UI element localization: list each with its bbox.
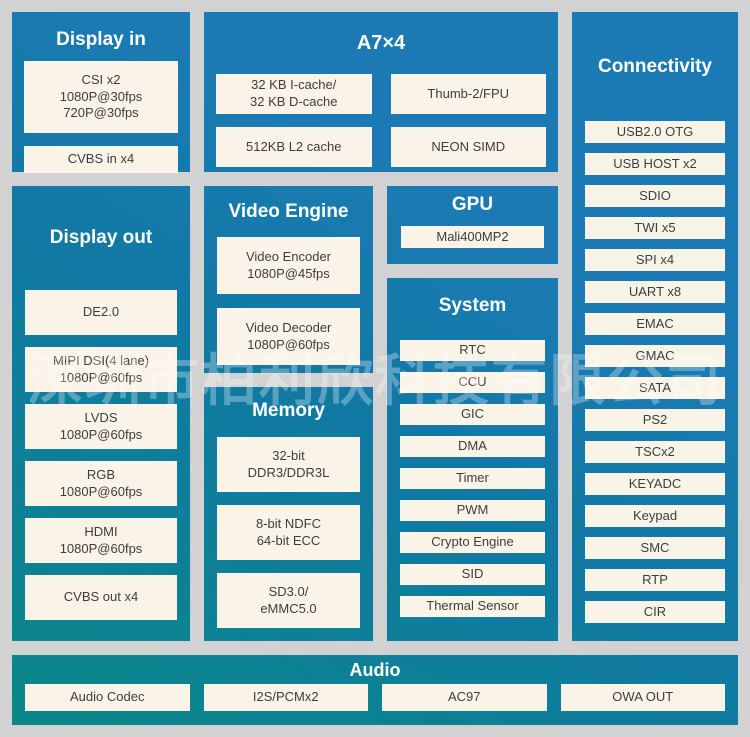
diagram-grid: Display in CSI x2 1080P@30fps 720P@30fps… bbox=[12, 12, 738, 725]
panel-memory: Memory 32-bit DDR3/DDR3L 8-bit NDFC 64-b… bbox=[204, 387, 373, 641]
block-neon-simd: NEON SIMD bbox=[390, 127, 546, 167]
block-tsc: TSCx2 bbox=[585, 441, 725, 463]
panel-audio: Audio Audio Codec I2S/PCMx2 AC97 OWA OUT bbox=[12, 655, 738, 725]
block-csi: CSI x2 1080P@30fps 720P@30fps bbox=[24, 61, 178, 133]
block-thumb2-fpu: Thumb-2/FPU bbox=[390, 74, 546, 114]
a7-box-grid: 32 KB I-cache/ 32 KB D-cache Thumb-2/FPU… bbox=[216, 74, 546, 167]
block-ddr3: 32-bit DDR3/DDR3L bbox=[217, 437, 360, 492]
block-sdio: SDIO bbox=[585, 185, 725, 207]
block-ccu: CCU bbox=[400, 372, 545, 393]
block-usb20-otg: USB2.0 OTG bbox=[585, 121, 725, 143]
panel-connectivity: Connectivity USB2.0 OTG USB HOST x2 SDIO… bbox=[572, 12, 738, 641]
panel-display-in: Display in CSI x2 1080P@30fps 720P@30fps… bbox=[12, 12, 190, 173]
block-gic: GIC bbox=[400, 404, 545, 425]
block-thermal-sensor: Thermal Sensor bbox=[400, 596, 545, 617]
panel-title-connectivity: Connectivity bbox=[597, 56, 713, 77]
block-rgb: RGB 1080P@60fps bbox=[25, 461, 177, 506]
block-hdmi: HDMI 1080P@60fps bbox=[25, 518, 177, 563]
video-engine-list: Video Encoder 1080P@45fps Video Decoder … bbox=[217, 237, 360, 365]
panel-title-a7: A7×4 bbox=[356, 32, 406, 54]
block-dma: DMA bbox=[400, 436, 545, 457]
column-gpu-system: GPU Mali400MP2 System RTC CCU GIC DMA Ti… bbox=[387, 186, 558, 641]
block-usb-host: USB HOST x2 bbox=[585, 153, 725, 175]
block-lvds: LVDS 1080P@60fps bbox=[25, 404, 177, 449]
block-twi: TWI x5 bbox=[585, 217, 725, 239]
audio-list: Audio Codec I2S/PCMx2 AC97 OWA OUT bbox=[25, 684, 725, 711]
panel-video-engine: Video Engine Video Encoder 1080P@45fps V… bbox=[204, 186, 373, 373]
panel-title-system: System bbox=[438, 295, 507, 316]
block-timer: Timer bbox=[400, 468, 545, 489]
block-ps2: PS2 bbox=[585, 409, 725, 431]
block-de20: DE2.0 bbox=[25, 290, 177, 335]
panel-system: System RTC CCU GIC DMA Timer PWM Crypto … bbox=[387, 278, 558, 641]
block-uart: UART x8 bbox=[585, 281, 725, 303]
block-icache-dcache: 32 KB I-cache/ 32 KB D-cache bbox=[216, 74, 372, 114]
block-rtc: RTC bbox=[400, 340, 545, 361]
block-cir: CIR bbox=[585, 601, 725, 623]
block-mipi-dsi: MIPI DSI(4 lane) 1080P@60fps bbox=[25, 347, 177, 392]
block-owa-out: OWA OUT bbox=[560, 684, 725, 711]
block-cvbs-in: CVBS in x4 bbox=[24, 146, 178, 173]
block-rtp: RTP bbox=[585, 569, 725, 591]
block-gmac: GMAC bbox=[585, 345, 725, 367]
block-keypad: Keypad bbox=[585, 505, 725, 527]
block-smc: SMC bbox=[585, 537, 725, 559]
panel-display-out: Display out DE2.0 MIPI DSI(4 lane) 1080P… bbox=[12, 186, 190, 641]
panel-title-video-engine: Video Engine bbox=[228, 201, 349, 222]
block-l2-cache: 512KB L2 cache bbox=[216, 127, 372, 167]
memory-list: 32-bit DDR3/DDR3L 8-bit NDFC 64-bit ECC … bbox=[217, 437, 360, 628]
block-ac97: AC97 bbox=[382, 684, 547, 711]
block-i2s-pcm: I2S/PCMx2 bbox=[203, 684, 368, 711]
connectivity-list: USB2.0 OTG USB HOST x2 SDIO TWI x5 SPI x… bbox=[585, 121, 725, 623]
panel-gpu: GPU Mali400MP2 bbox=[387, 186, 558, 264]
display-out-list: DE2.0 MIPI DSI(4 lane) 1080P@60fps LVDS … bbox=[25, 290, 177, 620]
block-spi: SPI x4 bbox=[585, 249, 725, 271]
block-cvbs-out: CVBS out x4 bbox=[25, 575, 177, 620]
block-pwm: PWM bbox=[400, 500, 545, 521]
system-list: RTC CCU GIC DMA Timer PWM Crypto Engine … bbox=[400, 340, 545, 617]
panel-title-gpu: GPU bbox=[451, 194, 494, 215]
panel-title-memory: Memory bbox=[252, 400, 325, 421]
block-sd-emmc: SD3.0/ eMMC5.0 bbox=[217, 573, 360, 628]
block-sid: SID bbox=[400, 564, 545, 585]
panel-a7-cpu: A7×4 32 KB I-cache/ 32 KB D-cache Thumb-… bbox=[204, 12, 558, 172]
block-sata: SATA bbox=[585, 377, 725, 399]
column-video-memory: Video Engine Video Encoder 1080P@45fps V… bbox=[204, 186, 373, 641]
block-audio-codec: Audio Codec bbox=[25, 684, 190, 711]
block-emac: EMAC bbox=[585, 313, 725, 335]
panel-title-display-out: Display out bbox=[49, 227, 153, 248]
panel-title-display-in: Display in bbox=[56, 29, 146, 50]
block-crypto-engine: Crypto Engine bbox=[400, 532, 545, 553]
block-video-decoder: Video Decoder 1080P@60fps bbox=[217, 308, 360, 365]
panel-title-audio: Audio bbox=[349, 660, 401, 680]
block-keyadc: KEYADC bbox=[585, 473, 725, 495]
block-mali400mp2: Mali400MP2 bbox=[401, 226, 544, 248]
block-ndfc-ecc: 8-bit NDFC 64-bit ECC bbox=[217, 505, 360, 560]
block-video-encoder: Video Encoder 1080P@45fps bbox=[217, 237, 360, 294]
